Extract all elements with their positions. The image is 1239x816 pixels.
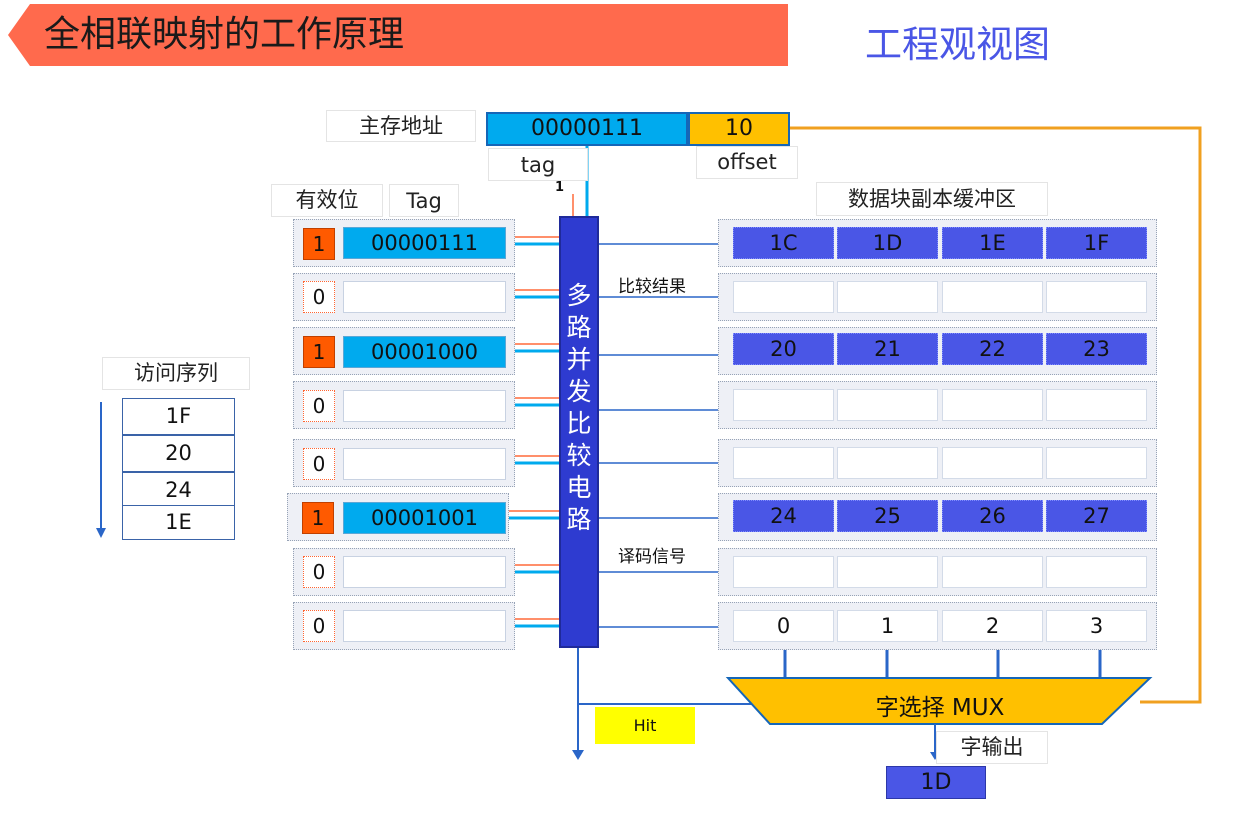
valid-bit: 0 bbox=[303, 390, 335, 422]
data-cell: 1 bbox=[837, 610, 938, 642]
tag-value bbox=[343, 556, 506, 588]
tag-label: tag bbox=[488, 148, 588, 181]
parallel-comparator bbox=[559, 216, 599, 648]
data-cell: 22 bbox=[942, 333, 1043, 365]
data-cell: 25 bbox=[837, 500, 938, 532]
data-cell bbox=[1046, 447, 1147, 479]
valid-bit-header: 有效位 bbox=[271, 184, 383, 217]
data-cell bbox=[837, 281, 938, 313]
data-cell: 27 bbox=[1046, 500, 1147, 532]
data-cell bbox=[837, 556, 938, 588]
valid-bit: 0 bbox=[303, 281, 335, 313]
data-cell bbox=[942, 281, 1043, 313]
valid-bit: 0 bbox=[303, 610, 335, 642]
data-cell: 1C bbox=[733, 227, 834, 259]
data-cell: 20 bbox=[733, 333, 834, 365]
data-cell: 3 bbox=[1046, 610, 1147, 642]
mux-shape bbox=[725, 677, 1153, 725]
valid-bit: 1 bbox=[302, 502, 334, 534]
data-cell: 1F bbox=[1046, 227, 1147, 259]
offset-label: offset bbox=[696, 146, 798, 179]
page-title: 全相联映射的工作原理 bbox=[44, 14, 405, 55]
mux-label: 字选择 MUX bbox=[875, 695, 1005, 721]
address-offset-field: 10 bbox=[688, 112, 790, 146]
tag-value: 00000111 bbox=[343, 227, 506, 259]
data-cell bbox=[1046, 556, 1147, 588]
hit-signal: Hit bbox=[595, 707, 695, 744]
word-output-value: 1D bbox=[886, 766, 986, 799]
data-cell: 0 bbox=[733, 610, 834, 642]
comparator-label: 多路并发比较电路 bbox=[566, 281, 592, 534]
access-sequence-item: 1F bbox=[122, 398, 235, 435]
access-sequence-item: 20 bbox=[122, 435, 235, 472]
compare-bit-label: 1 bbox=[555, 180, 565, 195]
tag-value bbox=[343, 390, 506, 422]
data-cell: 24 bbox=[733, 500, 834, 532]
valid-bit: 1 bbox=[303, 228, 335, 260]
decode-signal-label: 译码信号 bbox=[618, 547, 686, 567]
data-cell: 21 bbox=[837, 333, 938, 365]
data-cell: 1E bbox=[942, 227, 1043, 259]
address-tag-field: 00000111 bbox=[486, 112, 688, 146]
data-cell bbox=[942, 389, 1043, 421]
valid-bit: 1 bbox=[303, 336, 335, 368]
valid-bit: 0 bbox=[303, 448, 335, 480]
data-cell: 2 bbox=[942, 610, 1043, 642]
data-cell bbox=[733, 447, 834, 479]
data-cell bbox=[942, 447, 1043, 479]
access-sequence-item: 1E bbox=[122, 505, 235, 540]
tag-value bbox=[343, 281, 506, 313]
main-memory-address-label: 主存地址 bbox=[326, 110, 476, 142]
tag-value bbox=[343, 610, 506, 642]
data-buffer-label: 数据块副本缓冲区 bbox=[816, 182, 1048, 216]
tag-value bbox=[343, 448, 506, 480]
data-cell: 26 bbox=[942, 500, 1043, 532]
data-cell bbox=[733, 281, 834, 313]
data-cell bbox=[733, 556, 834, 588]
data-cell bbox=[942, 556, 1043, 588]
data-cell: 1D bbox=[837, 227, 938, 259]
tag-header: Tag bbox=[389, 184, 459, 217]
data-cell bbox=[837, 447, 938, 479]
valid-bit: 0 bbox=[303, 556, 335, 588]
tag-value: 00001000 bbox=[343, 336, 506, 368]
tag-value: 00001001 bbox=[343, 502, 506, 534]
access-sequence-label: 访问序列 bbox=[102, 357, 250, 390]
compare-result-label: 比较结果 bbox=[618, 277, 686, 297]
access-sequence-item: 24 bbox=[122, 472, 235, 506]
word-output-label: 字输出 bbox=[936, 731, 1048, 764]
data-cell bbox=[1046, 389, 1147, 421]
data-cell: 23 bbox=[1046, 333, 1147, 365]
data-cell bbox=[1046, 281, 1147, 313]
data-cell bbox=[837, 389, 938, 421]
title-banner bbox=[8, 4, 788, 66]
view-title: 工程观视图 bbox=[865, 23, 1050, 66]
data-cell bbox=[733, 389, 834, 421]
